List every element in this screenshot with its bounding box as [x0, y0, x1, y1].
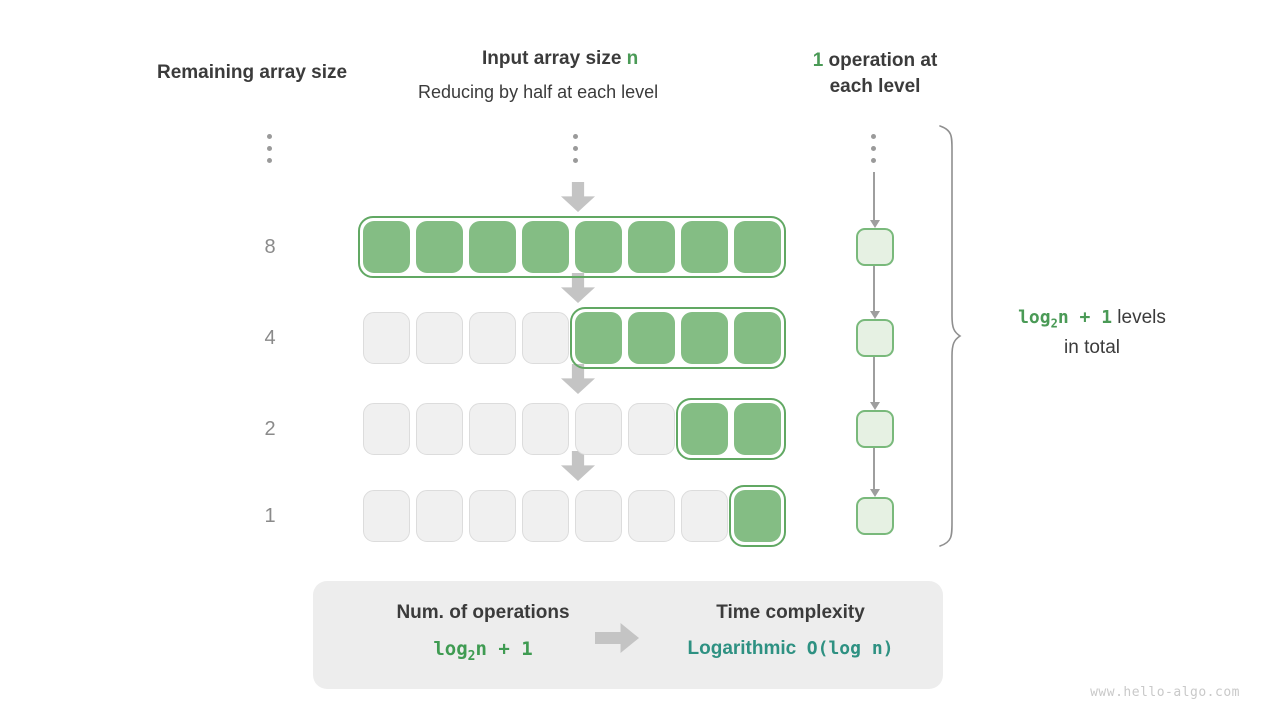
- halving-down-arrow-icon: [561, 364, 595, 394]
- array-cell-inactive: [469, 490, 516, 542]
- array-cell-inactive: [575, 490, 622, 542]
- header-input-array-size-accent: n: [626, 48, 639, 69]
- operation-connector-arrowhead-icon: [870, 402, 880, 410]
- header-operations-accent: 1: [812, 50, 824, 71]
- array-cell-active: [734, 490, 781, 542]
- array-cell-active: [628, 221, 675, 273]
- operation-connector-line: [873, 172, 875, 221]
- array-row: [363, 312, 781, 364]
- array-cell-inactive: [363, 403, 410, 455]
- summary-operations-title: Num. of operations: [396, 602, 570, 623]
- array-cell-inactive: [469, 403, 516, 455]
- array-cell-inactive: [522, 403, 569, 455]
- array-cell-inactive: [628, 403, 675, 455]
- operation-connector-line: [873, 266, 875, 312]
- operation-connector-arrowhead-icon: [870, 489, 880, 497]
- array-cell-active: [734, 403, 781, 455]
- header-remaining-array-size: Remaining array size: [157, 62, 347, 84]
- operation-box: [856, 319, 894, 357]
- operation-connector-line: [873, 357, 875, 403]
- ellipsis-left-column: [267, 134, 273, 170]
- array-row: [363, 490, 781, 542]
- array-cell-inactive: [681, 490, 728, 542]
- array-cell-active: [522, 221, 569, 273]
- array-cell-inactive: [416, 490, 463, 542]
- operation-box: [856, 497, 894, 535]
- array-row: [363, 403, 781, 455]
- array-cell-inactive: [469, 312, 516, 364]
- halving-down-arrow-icon: [561, 182, 595, 212]
- array-cell-inactive: [522, 312, 569, 364]
- summary-complexity-value: Logarithmic O(log n): [687, 638, 894, 659]
- header-operations-label: operation at each level: [823, 50, 938, 97]
- array-cell-active: [363, 221, 410, 273]
- array-cell-active: [628, 312, 675, 364]
- array-cell-inactive: [628, 490, 675, 542]
- array-cell-active: [681, 221, 728, 273]
- ellipsis-right-column: [871, 134, 877, 170]
- levels-suffix: levels: [1112, 307, 1166, 328]
- summary-complexity-column: Time complexity Logarithmic O(log n): [658, 602, 923, 660]
- array-row: [363, 221, 781, 273]
- summary-operations-column: Num. of operations log2n + 1: [343, 602, 623, 664]
- header-input-array-size-label: Input array size: [482, 48, 627, 69]
- size-label-1: 1: [264, 505, 276, 527]
- halving-down-arrow-icon: [561, 451, 595, 481]
- operation-box: [856, 228, 894, 266]
- operation-connector-line: [873, 448, 875, 490]
- levels-line2: in total: [1064, 337, 1120, 359]
- summary-operations-value: log2n + 1: [433, 638, 533, 664]
- array-cell-active: [575, 312, 622, 364]
- array-cell-inactive: [575, 403, 622, 455]
- operation-connector-arrowhead-icon: [870, 311, 880, 319]
- array-cell-active: [575, 221, 622, 273]
- operation-box: [856, 410, 894, 448]
- array-cell-active: [734, 312, 781, 364]
- levels-formula: log2n + 1: [1018, 307, 1113, 331]
- array-cell-inactive: [363, 490, 410, 542]
- array-cell-active: [734, 221, 781, 273]
- levels-brace-icon: [939, 125, 962, 547]
- watermark: www.hello-algo.com: [1090, 685, 1240, 700]
- operation-connector-arrowhead-icon: [870, 220, 880, 228]
- halving-down-arrow-icon: [561, 273, 595, 303]
- array-cell-inactive: [416, 312, 463, 364]
- header-input-array-size: Input array size n: [482, 48, 638, 70]
- array-cell-active: [469, 221, 516, 273]
- array-cell-active: [681, 312, 728, 364]
- size-label-2: 2: [264, 418, 276, 440]
- header-remaining-array-size-label: Remaining array size: [157, 62, 348, 83]
- array-cell-inactive: [522, 490, 569, 542]
- summary-complexity-title: Time complexity: [716, 602, 865, 623]
- header-operations-per-level: 1 operation at each level: [797, 48, 953, 99]
- array-cell-active: [681, 403, 728, 455]
- size-label-4: 4: [264, 327, 276, 349]
- levels-caption: log2n + 1 levels in total: [978, 303, 1206, 363]
- array-cell-inactive: [363, 312, 410, 364]
- ellipsis-middle-column: [573, 134, 579, 170]
- header-input-array-subtitle: Reducing by half at each level: [418, 82, 659, 102]
- array-cell-active: [416, 221, 463, 273]
- size-label-8: 8: [264, 236, 276, 258]
- array-cell-inactive: [416, 403, 463, 455]
